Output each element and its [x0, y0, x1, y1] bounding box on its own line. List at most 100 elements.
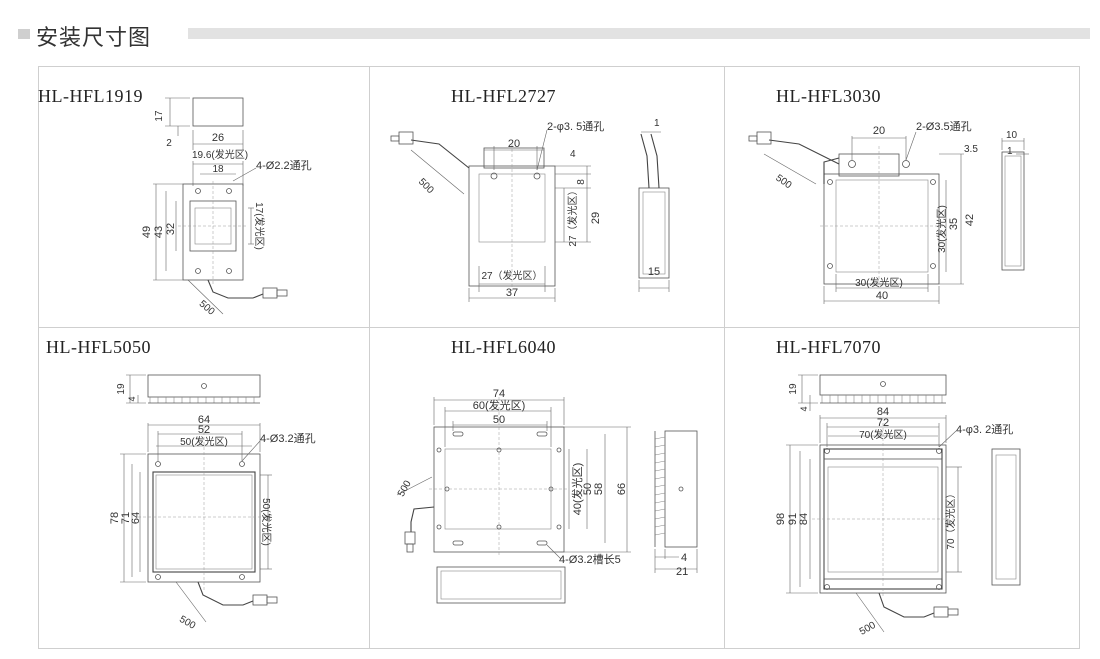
dim-4: 4: [127, 396, 137, 401]
dim-height-43: 43: [153, 226, 165, 238]
dim-luminous-50: 50(发光区): [180, 435, 228, 448]
dim-height-35: 35: [948, 218, 960, 230]
cable-length: 500: [416, 176, 436, 196]
dim-4: 4: [570, 149, 576, 160]
panel-hfl6040: HL-HFL6040: [369, 327, 724, 649]
dim-height-32: 32: [165, 223, 177, 235]
dim-width-84: 84: [877, 406, 889, 418]
dim-luminous-40: 40(发光区): [570, 463, 584, 516]
page-header: 安装尺寸图: [0, 0, 1100, 52]
dim-width-74: 74: [493, 388, 505, 400]
slot-holes-label: 4-Ø3.2槽长5: [559, 553, 621, 566]
dim-luminous-27: 27（发光区）: [481, 269, 542, 282]
page-title: 安装尺寸图: [36, 26, 152, 51]
drawing-grid: [38, 66, 1080, 649]
mount-holes-label: 4-φ3. 2通孔: [956, 423, 1013, 436]
dim-width-18: 18: [212, 164, 224, 175]
panel-hfl2727: HL-HFL2727: [369, 66, 724, 327]
dim-width-26: 26: [212, 132, 224, 144]
dim-4: 4: [681, 552, 687, 564]
dim-luminous-27-vertical: 27（发光区）: [566, 185, 579, 246]
grid-bottom-border: [38, 648, 1080, 649]
dim-width-40: 40: [876, 290, 888, 302]
mount-holes-label: 4-Ø3.2通孔: [260, 432, 316, 445]
drawing-hfl7070: 19 4: [775, 374, 1021, 638]
dim-height-42: 42: [964, 214, 976, 226]
dim-height-78: 78: [109, 512, 121, 524]
cable-length: 500: [177, 614, 197, 632]
dim-width-20: 20: [508, 138, 520, 150]
dim-8: 8: [576, 179, 587, 185]
drawing-hfl6040: 74 60(发光区) 50 40(发光区) 58 50 66 4-Ø3.2槽长5…: [396, 388, 698, 604]
model-title: HL-HFL2727: [451, 86, 556, 106]
dim-height-50: 50: [582, 483, 594, 495]
cable-length: 500: [858, 620, 878, 638]
grid-divider-1: [369, 66, 370, 649]
dim-luminous-60: 60(发光区): [473, 398, 526, 412]
cable-length: 500: [197, 299, 217, 318]
front-view: [748, 131, 964, 304]
top-view: [786, 415, 962, 633]
dim-height-19: 19: [788, 383, 799, 395]
dim-luminous-30-vertical: 30(发光区): [935, 205, 948, 253]
dim-3-5: 3.5: [964, 144, 978, 155]
side-view: [638, 131, 670, 292]
drawing-hfl5050: 19 4: [109, 374, 316, 632]
drawing-hfl2727: 2-φ3. 5通孔 1 20 4 8 29 27（发光区） 27（发光区） 37…: [390, 118, 670, 302]
header-rule: [188, 28, 1090, 39]
grid-middle-border: [38, 327, 1080, 328]
cable-length: 500: [773, 173, 793, 192]
front-view: [396, 397, 631, 560]
model-title: HL-HFL6040: [451, 337, 556, 357]
panel-hfl3030: HL-HFL3030: [724, 66, 1079, 327]
panel-hfl5050: HL-HFL5050 19 4: [38, 327, 369, 649]
dim-height-66: 66: [616, 483, 628, 495]
side-view: [654, 430, 698, 573]
dim-height-64: 64: [130, 512, 142, 524]
dim-luminous-19-6: 19.6(发光区): [192, 148, 248, 161]
header-marker: [18, 29, 30, 39]
dim-depth-21: 21: [676, 566, 688, 578]
mount-holes-label: 4-Ø2.2通孔: [256, 159, 312, 172]
dim-luminous-70-vertical: 70（发光区）: [944, 488, 957, 549]
dim-height-19: 19: [116, 383, 127, 395]
mount-holes-label: 2-Ø3.5通孔: [916, 120, 972, 133]
dim-height-17: 17: [154, 110, 165, 122]
dim-2: 2: [166, 138, 172, 149]
dim-width-37: 37: [506, 287, 518, 299]
dim-luminous-50-vertical: 50(发光区): [260, 498, 273, 546]
top-view: [153, 161, 288, 315]
dim-thickness-1: 1: [1007, 146, 1013, 157]
side-view: [798, 374, 947, 411]
dim-width-52: 52: [198, 424, 210, 436]
grid-right-border: [1079, 66, 1080, 649]
drawing-hfl1919: 17 2 26: [141, 97, 312, 318]
dim-depth-15: 15: [648, 266, 660, 278]
grid-top-border: [38, 66, 1080, 67]
dim-width-64: 64: [198, 414, 210, 426]
side-view: [1001, 138, 1029, 271]
bottom-view: [436, 566, 566, 604]
profile-view: [991, 448, 1021, 586]
dim-height-84: 84: [798, 513, 810, 525]
model-title: HL-HFL3030: [776, 86, 881, 106]
dim-height-58: 58: [593, 483, 605, 495]
top-view: [120, 423, 278, 623]
dim-luminous-30: 30(发光区): [855, 276, 903, 289]
grid-divider-2: [724, 66, 725, 649]
cable-length: 500: [396, 478, 414, 498]
drawing-hfl3030: 20 2-Ø3.5通孔 3.5 30(发光区) 35 42 30(发光区) 40…: [748, 120, 1029, 304]
dim-luminous-70: 70(发光区): [859, 428, 907, 441]
dim-thickness-1: 1: [654, 118, 660, 129]
dim-height-98: 98: [775, 513, 787, 525]
dim-4: 4: [799, 406, 809, 411]
dim-height-71: 71: [120, 512, 132, 524]
mount-holes-label: 2-φ3. 5通孔: [547, 120, 604, 133]
side-view: [126, 374, 261, 404]
dim-width-72: 72: [877, 417, 889, 429]
front-view: [390, 129, 591, 302]
dim-width-20: 20: [873, 125, 885, 137]
dim-height-91: 91: [787, 513, 799, 525]
dim-height-49: 49: [141, 226, 153, 238]
dim-depth-10: 10: [1006, 130, 1018, 141]
